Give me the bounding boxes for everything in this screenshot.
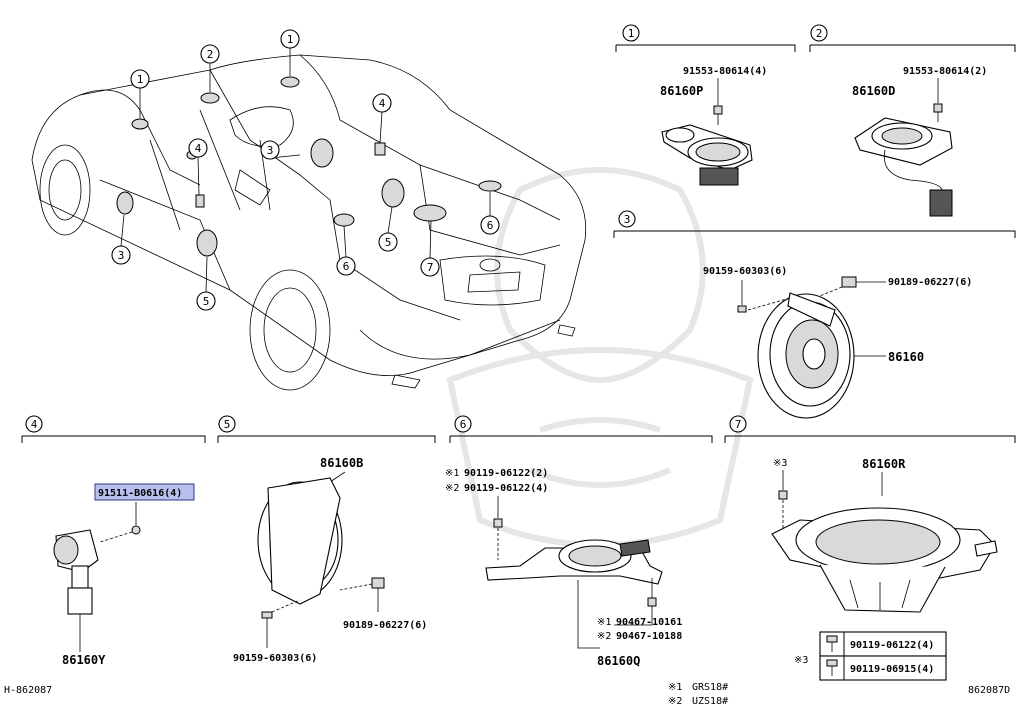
- part-86160P[interactable]: 86160P: [660, 84, 703, 98]
- mark-1-top: ※1: [445, 468, 459, 479]
- part-86160Y[interactable]: 86160Y: [62, 653, 106, 667]
- mark-3-top: ※3: [773, 458, 787, 469]
- part-86160Q[interactable]: 86160Q: [597, 654, 640, 668]
- legend-mark-2: ※2: [668, 696, 682, 707]
- svg-text:5: 5: [203, 295, 210, 308]
- mark-2-bottom: ※2: [597, 631, 611, 642]
- car-callout-3a[interactable]: 3: [260, 140, 280, 160]
- svg-text:6: 6: [343, 260, 350, 273]
- section-4-callout: 4: [31, 418, 38, 431]
- diagram-code-right: 862087D: [968, 685, 1010, 696]
- section-6-callout: 6: [460, 418, 467, 431]
- part-86160R[interactable]: 86160R: [862, 457, 906, 471]
- part-90189-06227-6[interactable]: 90189-06227(6): [888, 277, 972, 288]
- car-callout-5a[interactable]: 5: [196, 291, 216, 311]
- part-90119-06915-4[interactable]: 90119-06915(4): [850, 664, 934, 675]
- section-7: 7 ※3 86160R 90119-06122(4) 90119-06915(4…: [724, 415, 1016, 681]
- section-2-callout: 2: [816, 27, 823, 40]
- svg-text:7: 7: [427, 261, 434, 274]
- mark-1-bottom: ※1: [597, 617, 611, 628]
- section-7-callout: 7: [735, 418, 742, 431]
- mark-2-top: ※2: [445, 483, 459, 494]
- section-2: 2 91553-80614(2) 86160D: [809, 24, 1016, 217]
- car-callout-6b[interactable]: 6: [480, 215, 500, 235]
- part-86160D[interactable]: 86160D: [852, 84, 895, 98]
- svg-text:1: 1: [287, 33, 294, 46]
- footer: H-862087 862087D ※1 GRS18# ※2 UZS18#: [4, 682, 1010, 707]
- speaker-86160Y-drawing: [53, 529, 99, 652]
- highlight-box: [94, 483, 195, 501]
- car-callout-6a[interactable]: 6: [336, 256, 356, 276]
- svg-text:4: 4: [379, 97, 386, 110]
- part-90189-06227-6-b[interactable]: 90189-06227(6): [343, 620, 427, 631]
- section-4: 4 91511-B0616(4) 86160Y: [21, 415, 206, 667]
- car-callout-2[interactable]: 2: [200, 44, 220, 64]
- car-callouts: 1 2 1 4 4 3 3 5 5 7 6 6: [111, 29, 500, 311]
- section-5: 5 86160B 90189-06227(6) 90159-60303(6): [217, 415, 436, 664]
- part-90159-60303-6-b[interactable]: 90159-60303(6): [233, 653, 317, 664]
- diagram-code-left: H-862087: [4, 685, 52, 696]
- part-91553-80614-2[interactable]: 91553-80614(2): [903, 66, 987, 77]
- speaker-86160P-drawing: [661, 124, 753, 186]
- part-91511-B0616-4[interactable]: 91511-B0616(4): [98, 488, 182, 499]
- car-callout-5b[interactable]: 5: [378, 232, 398, 252]
- svg-text:1: 1: [137, 73, 144, 86]
- part-90467-10161[interactable]: 90467-10161: [616, 617, 682, 628]
- part-90119-06122-4-r[interactable]: 90119-06122(4): [850, 640, 934, 651]
- car-callout-4b[interactable]: 4: [188, 138, 208, 158]
- car-callout-1b[interactable]: 1: [280, 29, 300, 49]
- part-90119-06122-2[interactable]: 90119-06122(2): [464, 468, 548, 479]
- legend-model-1: GRS18#: [692, 682, 728, 693]
- car-callout-3b[interactable]: 3: [111, 245, 131, 265]
- svg-text:6: 6: [487, 219, 494, 232]
- car-callout-4a[interactable]: 4: [372, 93, 392, 113]
- part-90467-10188[interactable]: 90467-10188: [616, 631, 682, 642]
- part-90119-06122-4[interactable]: 90119-06122(4): [464, 483, 548, 494]
- watermark-emblem: [446, 167, 754, 548]
- section-1-callout: 1: [628, 27, 635, 40]
- svg-text:3: 3: [267, 144, 274, 157]
- section-6: 6 ※1 90119-06122(2) ※2 90119-06122(4) ※1…: [445, 415, 713, 668]
- section-3: 3 90159-60303(6) 90189-06227(6) 86160: [613, 210, 1016, 419]
- part-86160[interactable]: 86160: [888, 350, 924, 364]
- legend-mark-1: ※1: [668, 682, 682, 693]
- car-callout-7[interactable]: 7: [420, 257, 440, 277]
- part-91553-80614-4[interactable]: 91553-80614(4): [683, 66, 767, 77]
- svg-text:4: 4: [195, 142, 202, 155]
- section-5-callout: 5: [224, 418, 231, 431]
- svg-text:2: 2: [207, 48, 214, 61]
- speaker-86160R-drawing: [771, 507, 998, 613]
- speaker-86160D-drawing: [854, 117, 953, 217]
- speaker-86160Q-drawing: [485, 539, 663, 585]
- svg-text:5: 5: [385, 236, 392, 249]
- section-1: 1 91553-80614(4) 86160P: [615, 24, 796, 186]
- car-illustration: [31, 48, 587, 391]
- bolt-table: 90119-06122(4) 90119-06915(4): [819, 631, 947, 681]
- speaker-86160-drawing: [757, 292, 855, 419]
- part-86160B[interactable]: 86160B: [320, 456, 363, 470]
- speaker-86160B-drawing: [257, 477, 343, 605]
- svg-text:3: 3: [118, 249, 125, 262]
- section-3-callout: 3: [624, 213, 631, 226]
- mark-3-table: ※3: [794, 655, 808, 666]
- car-callout-1a[interactable]: 1: [130, 69, 150, 89]
- legend-model-2: UZS18#: [692, 696, 728, 707]
- part-90159-60303-6[interactable]: 90159-60303(6): [703, 266, 787, 277]
